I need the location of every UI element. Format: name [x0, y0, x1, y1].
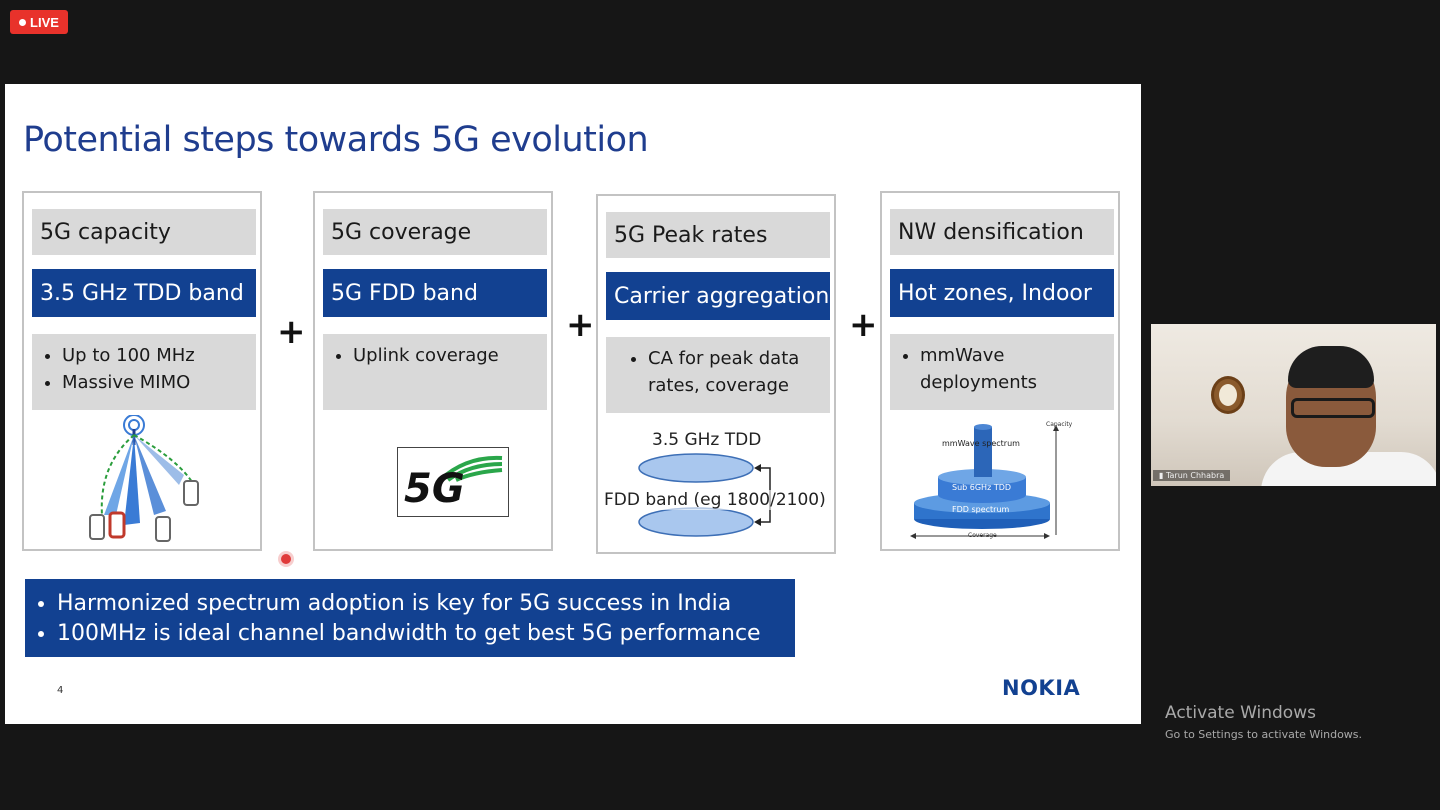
card-band: 3.5 GHz TDD band [32, 269, 256, 317]
5g-wave-icon [438, 455, 503, 482]
slide-title: Potential steps towards 5G evolution [23, 120, 649, 160]
presenter-hair [1288, 346, 1374, 388]
live-dot-icon [19, 18, 27, 26]
card-5g-capacity: 5G capacity 3.5 GHz TDD band Up to 100 M… [22, 191, 262, 551]
bullet: Up to 100 MHz [62, 342, 250, 369]
card-bullets: Uplink coverage [323, 334, 547, 410]
live-badge: LIVE [10, 10, 68, 34]
participant-name: Tarun Chhabra [1165, 471, 1225, 480]
card-header: 5G capacity [32, 209, 256, 255]
activate-windows-title: Activate Windows [1165, 703, 1316, 723]
participant-name-tag: ▮ Tarun Chhabra [1153, 470, 1231, 481]
pyramid-label-top: mmWave spectrum [942, 439, 1020, 448]
diagram-label-fdd: FDD band (eg 1800/2100) [604, 490, 826, 510]
presentation-slide: Potential steps towards 5G evolution 5G … [5, 84, 1141, 724]
summary-box: Harmonized spectrum adoption is key for … [25, 579, 795, 657]
wall-clock-icon [1211, 376, 1245, 414]
laser-pointer-icon [281, 554, 291, 564]
bullet: CA for peak data rates, coverage [648, 345, 824, 399]
spectrum-pyramid: mmWave spectrum Sub 6GHz TDD FDD spectru… [908, 419, 1084, 543]
summary-bullet: Harmonized spectrum adoption is key for … [57, 589, 795, 619]
activate-windows-subtitle: Go to Settings to activate Windows. [1165, 728, 1363, 741]
plus-sign: + [566, 305, 595, 345]
card-band: Hot zones, Indoor [890, 269, 1114, 317]
card-bullets: Up to 100 MHz Massive MIMO [32, 334, 256, 410]
massive-mimo-antenna-icon [89, 415, 199, 542]
pyramid-axis-y: Capacity [1046, 421, 1073, 428]
live-label: LIVE [30, 14, 59, 30]
page-number: 4 [57, 685, 64, 696]
card-band: 5G FDD band [323, 269, 547, 317]
pyramid-label-base: FDD spectrum [952, 505, 1010, 514]
bullet: mmWave deployments [920, 342, 1108, 396]
card-header: NW densification [890, 209, 1114, 255]
card-header: 5G Peak rates [606, 212, 830, 258]
card-header: 5G coverage [323, 209, 547, 255]
presenter-glasses [1291, 398, 1375, 418]
diagram-label-tdd: 3.5 GHz TDD [652, 430, 762, 450]
webcam-video-tile[interactable]: ▮ Tarun Chhabra [1151, 324, 1436, 486]
plus-sign: + [849, 305, 878, 345]
pyramid-graphic [910, 424, 1059, 539]
5g-logo-text: 5G [404, 466, 465, 512]
bullet: Uplink coverage [353, 342, 541, 369]
nokia-logo: NOKIA [1002, 676, 1081, 700]
card-5g-coverage: 5G coverage 5G FDD band Uplink coverage … [313, 191, 553, 551]
5g-logo: 5G [397, 447, 509, 517]
bullet: Massive MIMO [62, 369, 250, 396]
pyramid-axis-x: Coverage [968, 532, 997, 539]
plus-sign: + [277, 312, 306, 352]
card-band: Carrier aggregation [606, 272, 830, 320]
card-bullets: CA for peak data rates, coverage [606, 337, 830, 413]
signal-icon: ▮ [1159, 471, 1164, 480]
summary-bullet: 100MHz is ideal channel bandwidth to get… [57, 619, 795, 649]
card-bullets: mmWave deployments [890, 334, 1114, 410]
pyramid-label-mid: Sub 6GHz TDD [952, 483, 1012, 492]
card-5g-peak-rates: 5G Peak rates Carrier aggregation CA for… [596, 194, 836, 554]
card-nw-densification: NW densification Hot zones, Indoor mmWav… [880, 191, 1120, 551]
